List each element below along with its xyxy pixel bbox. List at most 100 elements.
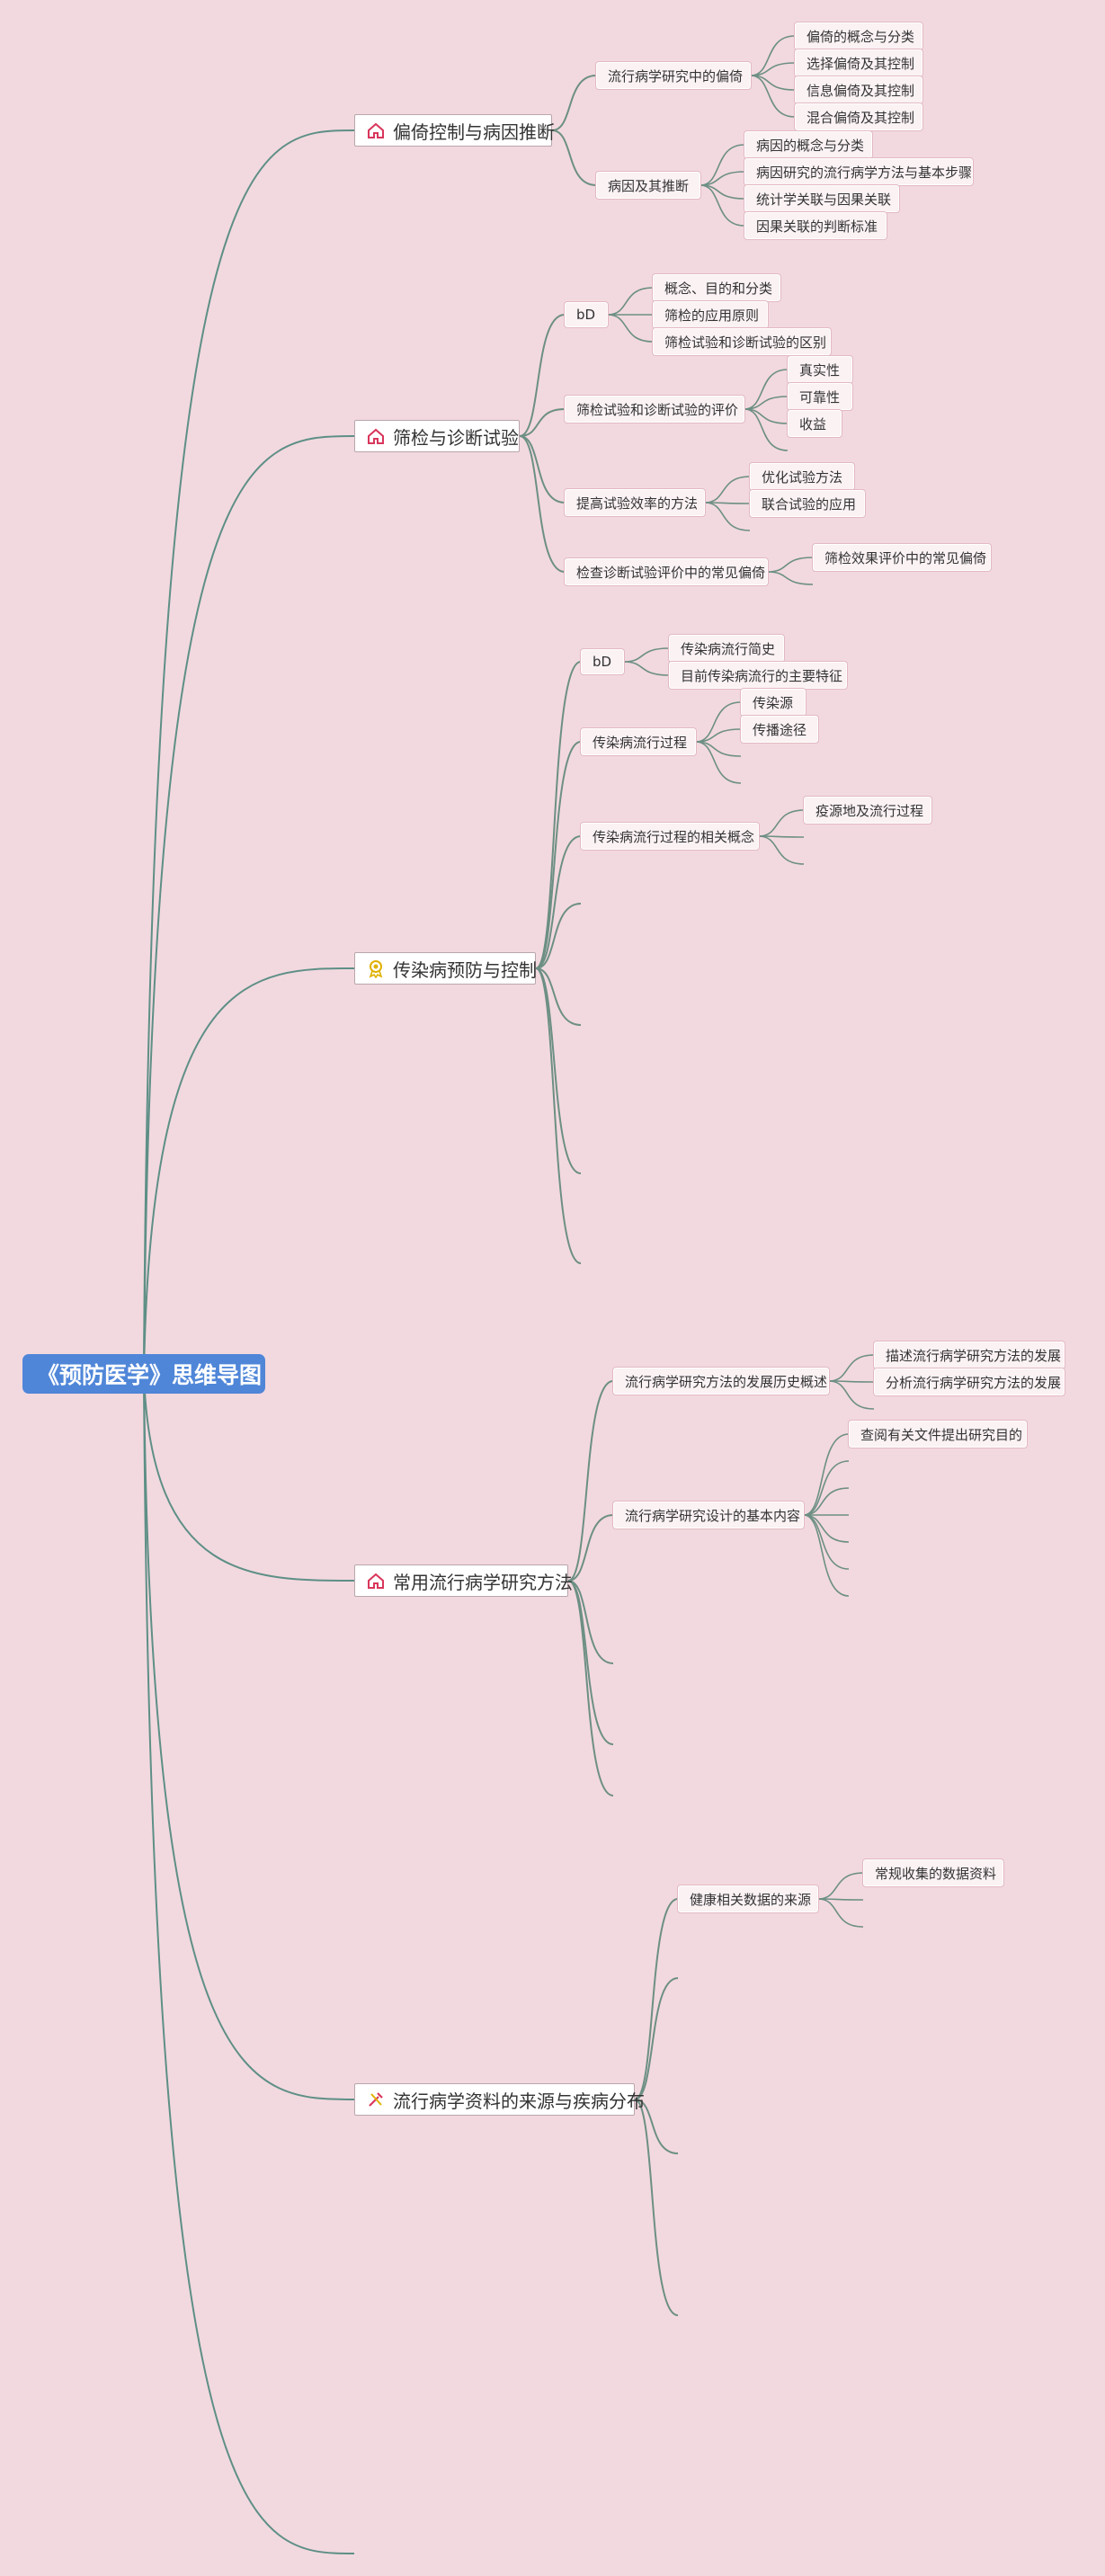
connector-line: [519, 435, 566, 504]
connector-line: [803, 1433, 850, 1516]
leaf-node[interactable]: 传染源: [741, 689, 806, 716]
connector-line: [143, 1373, 355, 2554]
connector-line: [744, 369, 789, 410]
branch-research-methods[interactable]: 常用流行病学研究方法: [354, 1564, 573, 1597]
house-icon: [366, 1571, 386, 1591]
subtopic-node[interactable]: 流行病学研究方法的发展历史概述: [613, 1368, 829, 1395]
connector-line: [567, 1580, 614, 1664]
subtopic-node[interactable]: 检查诊断试验评价中的常见偏倚: [565, 558, 768, 585]
connector-line: [567, 1580, 614, 1796]
connector-line: [535, 903, 582, 969]
connector-line: [143, 435, 355, 1375]
connector-line: [607, 314, 654, 343]
root-node[interactable]: 《预防医学》思维导图: [22, 1354, 265, 1394]
subtopic-node[interactable]: 流行病学研究中的偏倚: [596, 62, 751, 89]
connector-line: [744, 408, 789, 451]
subtopic-node[interactable]: bD: [565, 302, 608, 327]
connector-line: [535, 967, 582, 1026]
connector-line: [634, 2099, 679, 2154]
leaf-node[interactable]: 筛检试验和诊断试验的区别: [653, 328, 831, 355]
connector-line: [535, 835, 582, 969]
leaf-node[interactable]: 信息偏倚及其控制: [795, 76, 922, 103]
leaf-node[interactable]: 偏倚的概念与分类: [795, 22, 922, 49]
connector-line: [828, 1354, 875, 1382]
connector-line: [535, 967, 582, 1174]
connector-line: [767, 571, 814, 585]
connector-line: [634, 1977, 679, 2100]
house-icon: [366, 426, 386, 446]
subtopic-node[interactable]: 传染病流行过程的相关概念: [581, 823, 759, 850]
connector-line: [758, 809, 805, 837]
leaf-node[interactable]: 目前传染病流行的主要特征: [669, 662, 847, 689]
leaf-node[interactable]: 概念、目的和分类: [653, 274, 780, 301]
branch-bias-causation[interactable]: 偏倚控制与病因推断: [354, 114, 555, 147]
leaf-node[interactable]: 因果关联的判断标准: [744, 212, 887, 239]
connector-line: [551, 129, 597, 186]
subtopic-node[interactable]: 提高试验效率的方法: [565, 489, 705, 516]
connector-line: [519, 435, 566, 573]
connector-line: [143, 967, 355, 1375]
connector-line: [634, 1898, 679, 2100]
connector-line: [803, 1514, 850, 1597]
leaf-node[interactable]: 优化试验方法: [750, 463, 854, 490]
leaf-node[interactable]: 统计学关联与因果关联: [744, 185, 899, 212]
leaf-node[interactable]: 筛检的应用原则: [653, 301, 768, 328]
connector-line: [767, 557, 814, 573]
leaf-node[interactable]: 筛检效果评价中的常见偏倚: [813, 544, 991, 571]
leaf-node[interactable]: 可靠性: [788, 383, 852, 410]
leaf-node[interactable]: 描述流行病学研究方法的发展: [874, 1341, 1065, 1368]
leaf-node[interactable]: 病因的概念与分类: [744, 131, 872, 158]
connector-line: [695, 741, 742, 784]
subtopic-node[interactable]: 传染病流行过程: [581, 728, 696, 755]
subtopic-node[interactable]: bD: [581, 649, 624, 674]
leaf-node[interactable]: 传染病流行简史: [669, 635, 784, 662]
connector-line: [750, 35, 796, 76]
connector-line: [700, 144, 745, 186]
connector-line: [567, 1380, 614, 1582]
leaf-node[interactable]: 混合偏倚及其控制: [795, 103, 922, 130]
connector-line: [143, 129, 355, 1375]
connector-line: [143, 1373, 355, 2100]
connector-line: [700, 184, 745, 227]
leaf-node[interactable]: 疫源地及流行过程: [804, 797, 931, 824]
connector-line: [551, 75, 597, 131]
branch-label: 流行病学资料的来源与疾病分布: [393, 2090, 645, 2112]
leaf-node[interactable]: 选择偏倚及其控制: [795, 49, 922, 76]
branch-label: 偏倚控制与病因推断: [393, 120, 555, 143]
connector-line: [803, 1487, 850, 1516]
connector-line: [607, 287, 654, 316]
branch-infectious-disease[interactable]: 传染病预防与控制: [354, 952, 537, 985]
leaf-node[interactable]: 传播途径: [741, 716, 818, 743]
leaf-node[interactable]: 常规收集的数据资料: [863, 1859, 1003, 1886]
subtopic-node[interactable]: 病因及其推断: [596, 172, 700, 199]
connector-line: [803, 1460, 850, 1516]
leaf-node[interactable]: 收益: [788, 410, 842, 437]
leaf-node[interactable]: 真实性: [788, 356, 852, 383]
leaf-node[interactable]: 联合试验的应用: [750, 490, 865, 517]
subtopic-node[interactable]: 健康相关数据的来源: [678, 1885, 818, 1912]
house-icon: [366, 120, 386, 140]
subtopic-node[interactable]: 流行病学研究设计的基本内容: [613, 1502, 804, 1529]
connector-line: [143, 1373, 355, 1582]
connector-line: [704, 502, 751, 531]
leaf-node[interactable]: 分析流行病学研究方法的发展: [874, 1368, 1065, 1395]
connector-line: [704, 476, 751, 504]
connector-line: [535, 741, 582, 969]
branch-data-sources[interactable]: 流行病学资料的来源与疾病分布: [354, 2083, 645, 2116]
leaf-node[interactable]: 查阅有关文件提出研究目的: [849, 1421, 1027, 1448]
connector-line: [519, 314, 566, 437]
connector-line: [758, 835, 805, 865]
connector-line: [535, 967, 582, 1264]
branch-screening[interactable]: 筛检与诊断试验: [354, 420, 520, 452]
leaf-node[interactable]: 病因研究的流行病学方法与基本步骤: [744, 158, 973, 185]
tools-icon: [366, 2090, 386, 2109]
connector-line: [750, 75, 796, 118]
connector-line: [817, 1872, 864, 1900]
subtopic-node[interactable]: 筛检试验和诊断试验的评价: [565, 396, 744, 423]
branch-label: 常用流行病学研究方法: [393, 1571, 573, 1593]
connector-line: [634, 2099, 679, 2316]
connector-line: [623, 661, 670, 676]
connector-line: [623, 647, 670, 663]
connector-line: [535, 661, 582, 969]
